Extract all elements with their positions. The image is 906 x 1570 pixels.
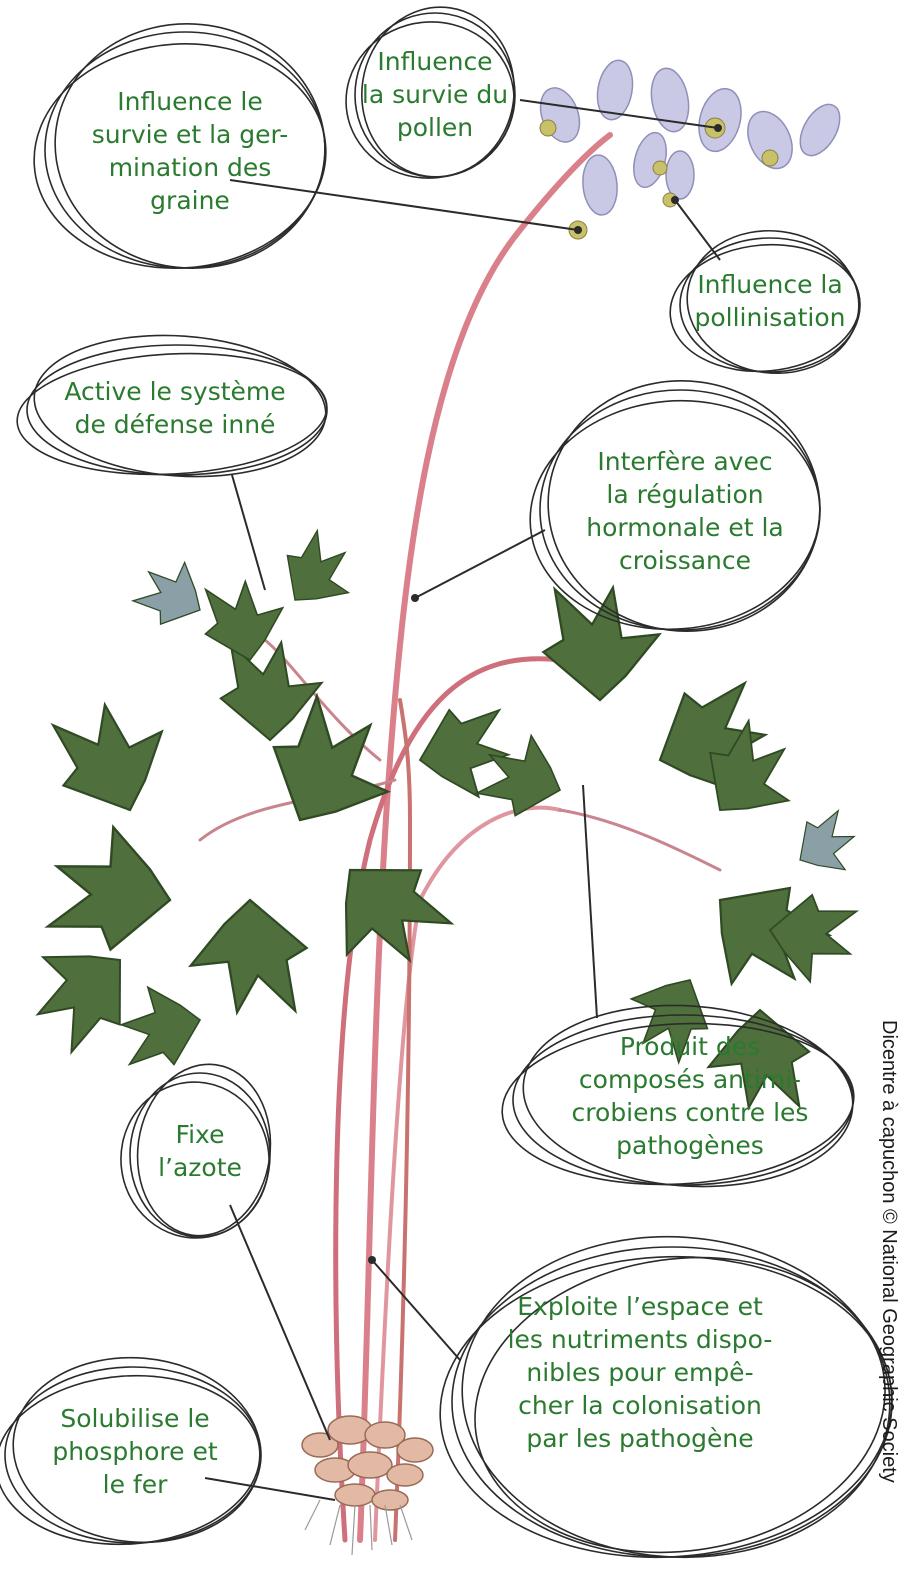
label-nitrogen: Fixe l’azote bbox=[130, 1118, 270, 1184]
label-pollen: Influence la survie du pollen bbox=[335, 45, 535, 144]
bulb bbox=[302, 1416, 433, 1510]
flower-cluster bbox=[534, 58, 848, 217]
label-antimicrobial: Produit des composés antimi- crobiens co… bbox=[530, 1030, 850, 1162]
label-pollination: Influence la pollinisation bbox=[680, 268, 860, 334]
label-exploit: Exploite l’espace et les nutriments disp… bbox=[470, 1290, 810, 1455]
image-credit: Dicentre à capuchon © National Geographi… bbox=[877, 1020, 900, 1483]
label-defense: Active le système de défense inné bbox=[25, 375, 325, 441]
label-seeds: Influence le survie et la ger- mination … bbox=[40, 85, 340, 217]
label-hormones: Interfère avec la régulation hormonale e… bbox=[560, 445, 810, 577]
label-phosphorus: Solubilise le phosphore et le fer bbox=[15, 1402, 255, 1501]
left-foliage bbox=[9, 524, 532, 1084]
